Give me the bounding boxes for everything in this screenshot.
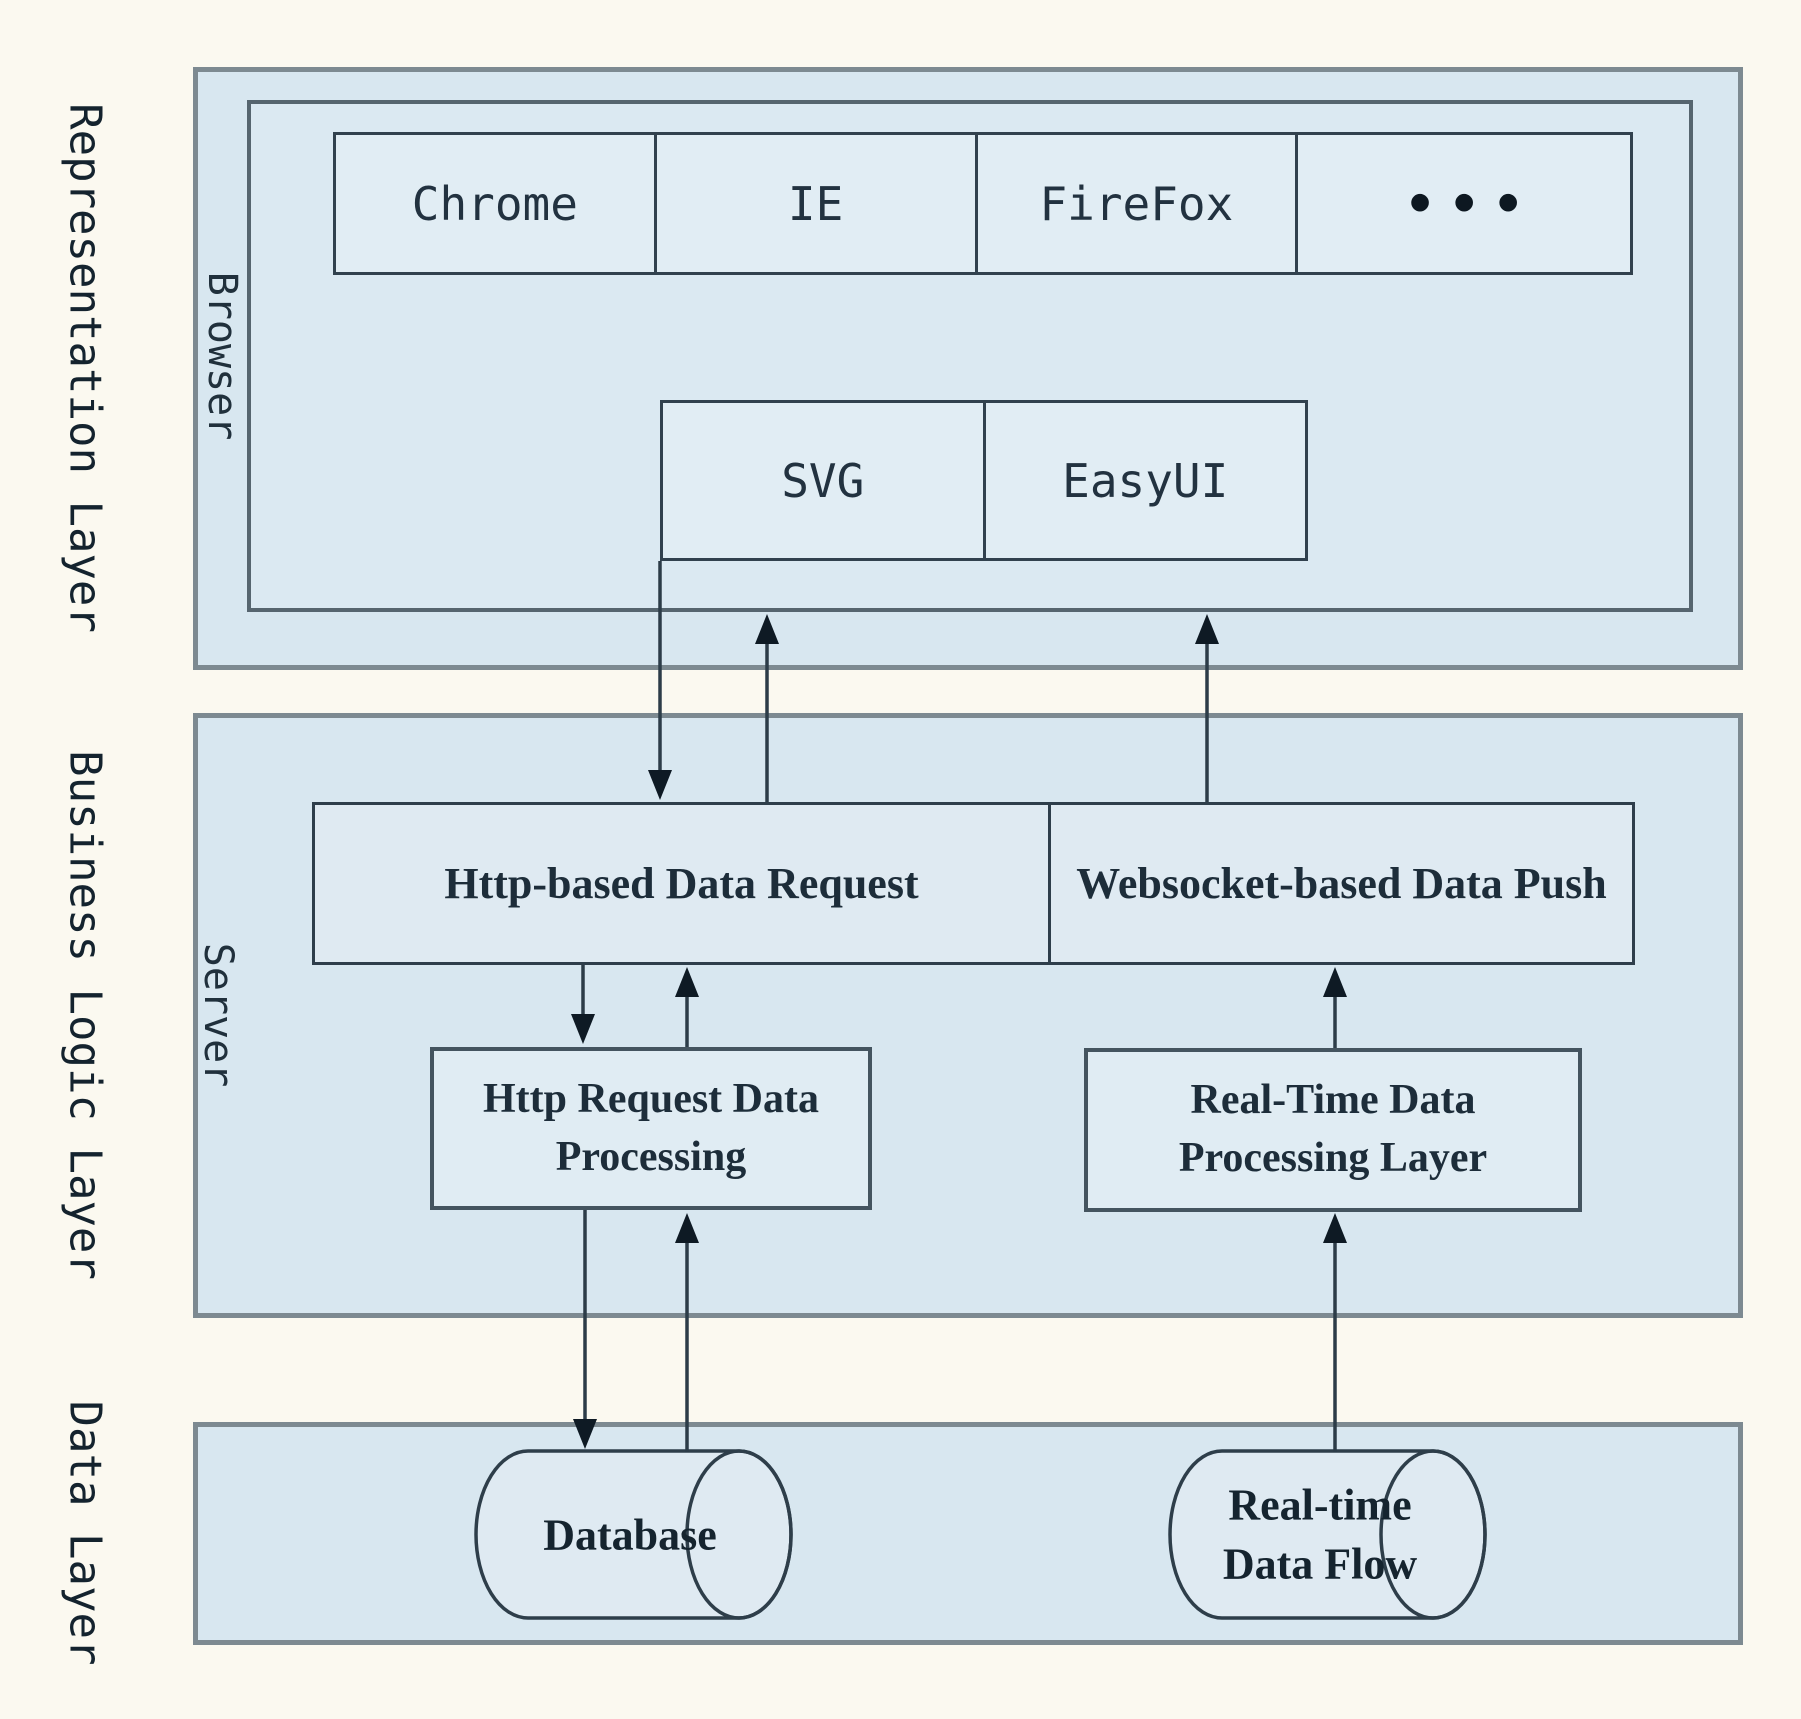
label-representation-layer: Representation Layer: [59, 103, 111, 633]
realtime-processing-line1: Real-Time Data: [1190, 1077, 1476, 1124]
label-business-logic-layer: Business Logic Layer: [59, 750, 111, 1280]
cell-firefox: FireFox: [974, 135, 1296, 272]
realtime-flow-line2: Data Flow: [1222, 1540, 1418, 1589]
realtime-processing-box: Real-Time Data Processing Layer: [1084, 1048, 1582, 1212]
realtime-flow-label: Real-time Data Flow: [1223, 1476, 1417, 1595]
cell-http-data-request: Http-based Data Request: [444, 859, 919, 908]
realtime-flow-line1: Real-time: [1228, 1480, 1412, 1530]
cell-chrome: Chrome: [411, 176, 578, 231]
cell-websocket-data-push: Websocket-based Data Push: [1048, 805, 1632, 962]
ui-libs-row: SVG EasyUI: [660, 400, 1308, 561]
label-server: Server: [195, 942, 241, 1088]
cell-svg: SVG: [781, 453, 865, 508]
realtime-processing-line2: Processing Layer: [1178, 1135, 1488, 1181]
label-browser: Browser: [199, 271, 245, 441]
browsers-row: Chrome IE FireFox •••: [333, 132, 1633, 275]
cell-ie: IE: [653, 135, 975, 272]
http-processing-box: Http Request Data Processing: [430, 1047, 872, 1210]
cell-more-browsers: •••: [1295, 135, 1630, 272]
label-data-layer: Data Layer: [59, 1400, 111, 1666]
database-label: Database: [543, 1510, 717, 1560]
http-processing-line2: Processing: [555, 1133, 747, 1180]
cell-easyui: EasyUI: [982, 403, 1306, 558]
server-row: Http-based Data Request Websocket-based …: [312, 802, 1635, 965]
data-layer-box: [193, 1422, 1743, 1645]
http-processing-line1: Http Request Data: [483, 1075, 819, 1122]
